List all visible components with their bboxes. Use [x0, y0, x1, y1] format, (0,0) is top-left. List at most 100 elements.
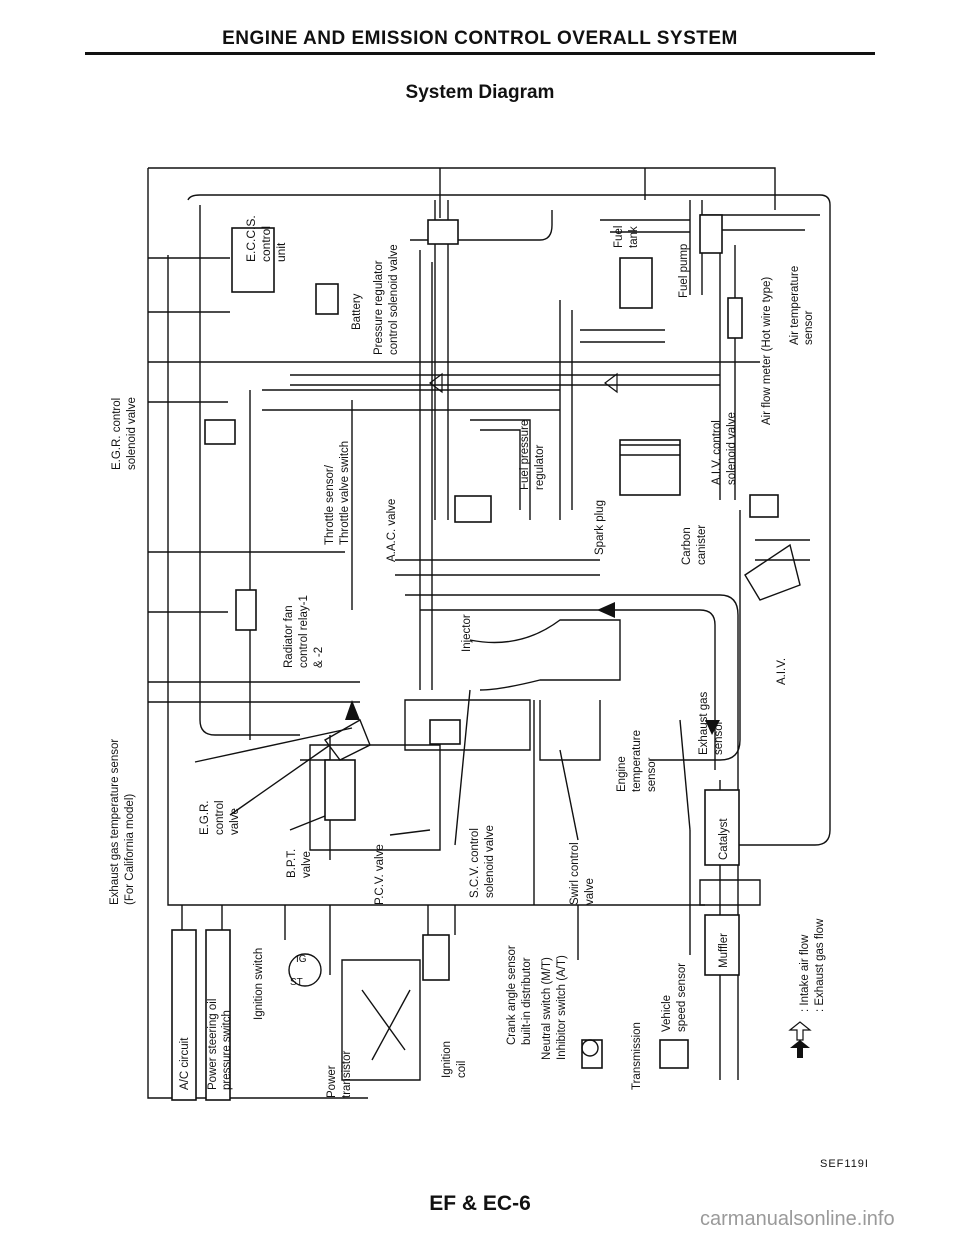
- label-ignition-coil-2: coil: [456, 1061, 468, 1078]
- battery-symbol: [315, 283, 339, 315]
- figure-code: SEF119I: [820, 1158, 869, 1170]
- label-bpt-2: valve: [301, 851, 313, 878]
- label-exhaust-gas-sensor-2: sensor: [713, 720, 725, 755]
- title-rule: [85, 52, 875, 55]
- svg-text:E.G.R. control: E.G.R. control: [111, 398, 123, 470]
- svg-text:control: control: [259, 226, 273, 262]
- label-carbon-canister-1: Carbon: [681, 527, 693, 565]
- svg-text:ST: ST: [290, 977, 303, 988]
- svg-text:Fuel pressure: Fuel pressure: [519, 420, 531, 490]
- svg-text:Exhaust gas temperature sensor: Exhaust gas temperature sensor: [109, 739, 121, 905]
- svg-text:valve: valve: [301, 851, 313, 878]
- label-aiv-solenoid-1: A.I.V. control: [711, 420, 723, 485]
- diagram-subtitle: System Diagram: [405, 82, 555, 103]
- label-exhaust-temp-1: Exhaust gas temperature sensor: [109, 739, 121, 905]
- svg-text:Throttle valve switch: Throttle valve switch: [339, 441, 351, 545]
- fuel-tank-symbol: [619, 257, 653, 309]
- svg-text:control solenoid valve: control solenoid valve: [388, 244, 400, 355]
- label-crank-angle-1: Crank angle sensor: [506, 945, 518, 1045]
- label-ig: IG: [296, 954, 307, 965]
- label-fuel-tank-2: tank: [628, 226, 640, 248]
- label-injector: Injector: [461, 614, 473, 652]
- svg-text:valve: valve: [584, 878, 596, 905]
- label-throttle-2: Throttle valve switch: [339, 441, 351, 545]
- label-neutral-switch-2: Inhibitor switch (A/T): [556, 955, 568, 1060]
- label-catalyst: Catalyst: [718, 818, 730, 860]
- label-egr-solenoid-1: E.G.R. control: [111, 398, 123, 470]
- label-fuel-pressure-regulator-2: regulator: [534, 444, 546, 490]
- label-eccs-2: control: [259, 226, 273, 262]
- label-ps-switch-2: pressure switch: [221, 1010, 233, 1090]
- svg-text:E.G.R.: E.G.R.: [199, 800, 211, 835]
- component-labels: E.C.C.S. control unit Battery Pressure r…: [109, 215, 826, 1098]
- svg-text:A.I.V.: A.I.V.: [776, 658, 788, 685]
- svg-text:Power: Power: [326, 1065, 338, 1098]
- svg-text:P.C.V. valve: P.C.V. valve: [374, 844, 386, 905]
- label-crank-angle-2: built-in distributor: [521, 957, 533, 1045]
- page-title: ENGINE AND EMISSION CONTROL OVERALL SYST…: [222, 28, 738, 49]
- svg-text:tank: tank: [628, 226, 640, 248]
- label-neutral-switch-1: Neutral switch (M/T): [541, 957, 553, 1060]
- svg-text:Engine: Engine: [616, 756, 628, 792]
- svg-text:Neutral switch (M/T): Neutral switch (M/T): [541, 957, 553, 1060]
- aiv-valve-symbol: [744, 543, 801, 601]
- svg-text:Vehicle: Vehicle: [661, 995, 673, 1032]
- label-pressure-regulator-1: Pressure regulator: [373, 260, 385, 355]
- svg-text:temperature: temperature: [631, 730, 643, 792]
- catalyst-symbol: [704, 789, 740, 866]
- label-pcv-valve: P.C.V. valve: [374, 844, 386, 905]
- svg-text:sensor: sensor: [646, 757, 658, 792]
- label-aac-valve: A.A.C. valve: [386, 499, 398, 562]
- label-aiv-solenoid-2: solenoid valve: [726, 412, 738, 485]
- label-vehicle-speed-1: Vehicle: [661, 995, 673, 1032]
- label-radiator-2: control relay-1: [298, 595, 310, 668]
- svg-text:Air temperature: Air temperature: [789, 266, 801, 345]
- label-swirl-2: valve: [584, 878, 596, 905]
- muffler-symbol: [704, 914, 740, 976]
- svg-text:A/C circuit: A/C circuit: [179, 1037, 191, 1090]
- label-exhaust-gas-sensor-1: Exhaust gas: [698, 691, 710, 755]
- label-battery: Battery: [351, 293, 363, 330]
- svg-text:Throttle sensor/: Throttle sensor/: [324, 464, 336, 545]
- egr-solenoid-symbol: [204, 419, 236, 445]
- svg-text:regulator: regulator: [534, 444, 546, 490]
- label-pressure-regulator-2: control solenoid valve: [388, 244, 400, 355]
- aac-valve-symbol: [454, 495, 492, 523]
- svg-text:valve: valve: [229, 808, 241, 835]
- svg-text:A.I.V. control: A.I.V. control: [711, 420, 723, 485]
- svg-text:Catalyst: Catalyst: [718, 818, 730, 860]
- svg-text:Inhibitor switch (A/T): Inhibitor switch (A/T): [556, 955, 568, 1060]
- label-muffler: Muffler: [718, 933, 730, 968]
- label-scv-1: S.C.V. control: [469, 828, 481, 898]
- label-spark-plug: Spark plug: [594, 500, 606, 555]
- label-radiator-3: & -2: [313, 647, 325, 668]
- component-details: [288, 444, 801, 1081]
- svg-text:solenoid valve: solenoid valve: [726, 412, 738, 485]
- scv-solenoid-symbol: [429, 719, 461, 745]
- svg-text:Carbon: Carbon: [681, 527, 693, 565]
- label-aiv: A.I.V.: [776, 658, 788, 685]
- svg-text:S.C.V. control: S.C.V. control: [469, 828, 481, 898]
- svg-text:Injector: Injector: [461, 614, 473, 652]
- svg-text:coil: coil: [456, 1061, 468, 1078]
- label-ignition-switch: Ignition switch: [253, 948, 265, 1020]
- label-throttle-1: Throttle sensor/: [324, 464, 336, 545]
- svg-text:Spark plug: Spark plug: [594, 500, 606, 555]
- svg-text:speed sensor: speed sensor: [676, 963, 688, 1032]
- label-eccs-1: E.C.C.S.: [244, 215, 258, 262]
- label-radiator-1: Radiator fan: [283, 605, 295, 668]
- ignition-coil-outline: [341, 959, 421, 1081]
- label-ignition-coil-1: Ignition: [441, 1041, 453, 1078]
- svg-text:Ignition: Ignition: [441, 1041, 453, 1078]
- svg-text:solenoid valve: solenoid valve: [484, 825, 496, 898]
- svg-text:unit: unit: [274, 242, 288, 262]
- transmission-gear-symbol: [581, 1039, 599, 1057]
- svg-text:Exhaust gas: Exhaust gas: [698, 691, 710, 755]
- svg-text:transistor: transistor: [341, 1051, 353, 1098]
- svg-text:(For California model): (For California model): [124, 794, 136, 905]
- svg-text:Air flow meter (Hot wire type): Air flow meter (Hot wire type): [761, 277, 773, 425]
- label-swirl-1: Swirl control: [569, 842, 581, 905]
- label-egr-valve-2: control: [214, 800, 226, 835]
- svg-text:Muffler: Muffler: [718, 933, 730, 968]
